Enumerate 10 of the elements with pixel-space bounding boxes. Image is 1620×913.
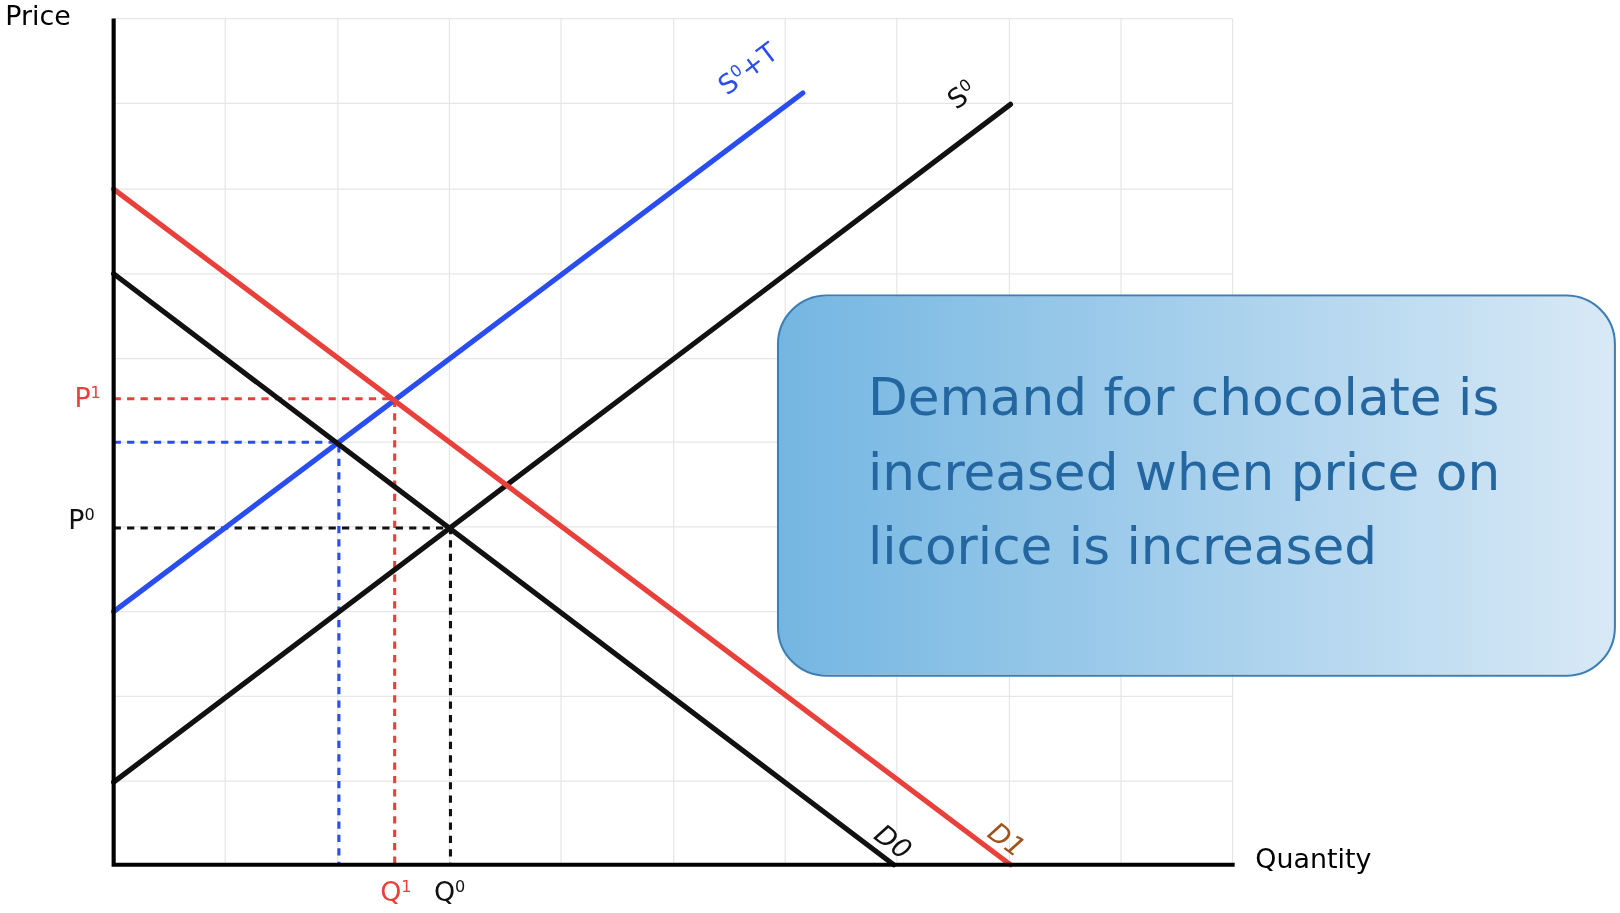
price-label: P$^{1}$ bbox=[74, 384, 101, 412]
axis-title: Price bbox=[5, 2, 71, 29]
callout-text: Demand for chocolate is increased when price on licorice is increased bbox=[867, 366, 1502, 579]
axis-title: Quantity bbox=[1255, 845, 1372, 872]
curve-label: D1 bbox=[983, 817, 1030, 862]
price-label: P$^{0}$ bbox=[68, 506, 95, 534]
quantity-label: Q$^{1}$ bbox=[380, 878, 412, 906]
quantity-label: Q$^{0}$ bbox=[433, 878, 466, 906]
curve-label: D0 bbox=[869, 819, 917, 864]
callout-box bbox=[776, 294, 1616, 677]
